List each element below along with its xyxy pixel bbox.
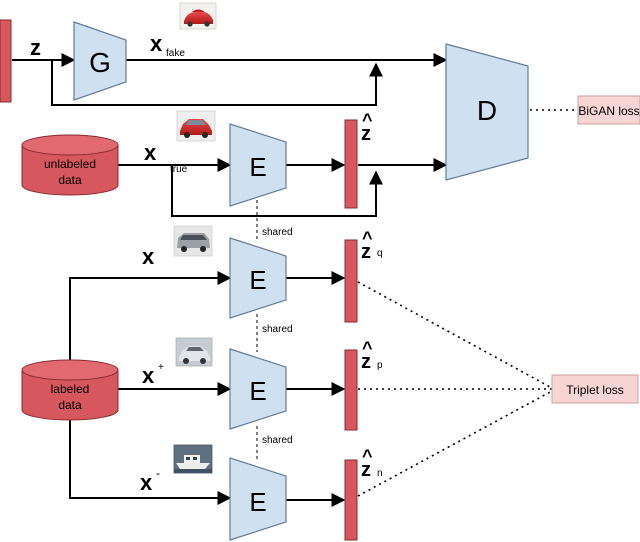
labeled-data-label-line1: labeled [51, 382, 90, 396]
labeled-data-cylinder: labeled data [21, 359, 119, 421]
x-fake-label: x [150, 31, 163, 56]
x-fake-subscript: fake [166, 48, 185, 59]
zhat-hat-mark: ^ [362, 110, 373, 130]
zhat-q-subscript: q [377, 248, 383, 259]
triplet-loss-box [551, 374, 639, 404]
zhat-p-vector-bar [344, 349, 358, 431]
generator-label: G [89, 47, 111, 78]
discriminator-label: D [477, 95, 497, 126]
z-label: z [30, 35, 41, 60]
gray-car-icon [173, 225, 213, 257]
encoder-label: E [249, 265, 266, 295]
x-true-subscript: true [170, 164, 188, 175]
bigan-loss-box [577, 95, 640, 125]
red-car-fake-icon [179, 2, 217, 30]
zhat-n-subscript: n [377, 468, 383, 479]
x-plus-superscript: + [158, 362, 164, 373]
x-minus-label: x [140, 470, 153, 495]
labeled-trunk-down-line [69, 412, 232, 505]
discriminator-block [445, 43, 529, 181]
z-source-bar [0, 19, 12, 103]
generator-block [73, 21, 127, 101]
zhat-n-label: z [361, 459, 371, 481]
bigan-loss-label: BiGAN loss [578, 104, 639, 118]
zhat-q-vector-bar [344, 239, 358, 323]
encoder-block-q: E [229, 237, 287, 319]
x-plus-label: x [142, 363, 155, 388]
encoder-label: E [249, 487, 266, 517]
silver-car-icon [175, 337, 213, 367]
zhat-q-label: z [361, 241, 371, 263]
triplet-loss-label: Triplet loss [566, 383, 624, 397]
x-true-label: x [144, 140, 157, 165]
shared-label-3: shared [262, 435, 293, 446]
zhat-p-label: z [361, 351, 371, 373]
loss-links [357, 109, 578, 497]
labeled-trunk-up-line [69, 271, 232, 365]
red-car-true-icon [176, 110, 216, 142]
zhat-p-hat-mark: ^ [362, 338, 373, 358]
zhat-n-hat-mark: ^ [362, 446, 373, 466]
encoder-block-unlabeled: E [229, 123, 287, 207]
x-minus-superscript: - [156, 466, 160, 480]
connections [12, 53, 448, 507]
zhat-vector-bar [344, 119, 358, 209]
zhat-p-subscript: p [377, 360, 383, 371]
zhat-label: z [361, 123, 371, 145]
encoder-block-n: E [229, 457, 287, 541]
zq-to-triplet-dots [357, 281, 553, 389]
encoder-label: E [249, 376, 266, 406]
shared-label-2: shared [262, 324, 293, 335]
zn-to-triplet-dots [357, 390, 553, 497]
zhat-n-vector-bar [344, 459, 358, 541]
boat-icon [173, 444, 213, 474]
z-bypass-line [51, 60, 383, 106]
encoder-block-p: E [229, 348, 287, 430]
unlabeled-data-label-line2: data [58, 173, 82, 187]
unlabeled-data-label-line1: unlabeled [44, 157, 96, 171]
zhat-q-hat-mark: ^ [362, 228, 373, 248]
x-anchor-label: x [142, 244, 155, 269]
shared-label-1: shared [262, 227, 293, 238]
labeled-data-label-line2: data [58, 398, 82, 412]
unlabeled-data-cylinder: unlabeled data [21, 134, 119, 196]
x-true-bypass-line [171, 165, 383, 217]
encoder-label: E [249, 152, 266, 182]
variable-labels: z x fake x true x x + x - ^ z ^ z q ^ z … [30, 31, 383, 495]
